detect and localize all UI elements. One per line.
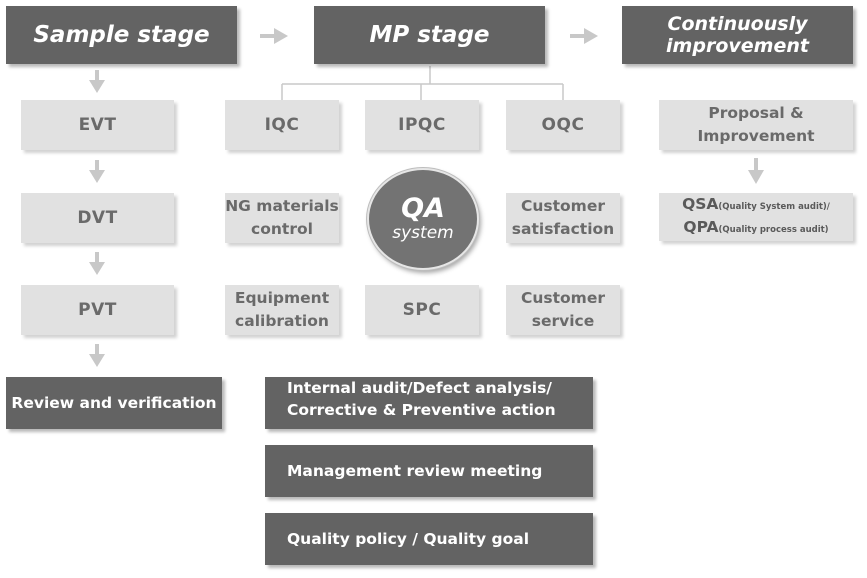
- oqc-label: OQC: [541, 115, 585, 135]
- qsa-line: QSA(Quality System audit)/: [682, 194, 830, 217]
- pvt-box: PVT: [21, 285, 174, 335]
- arrow-evt-to-dvt: [89, 160, 105, 183]
- qsa-qpa-box: QSA(Quality System audit)/ QPA(Quality p…: [659, 193, 853, 241]
- qpa-line: QPA(Quality process audit): [683, 217, 828, 240]
- customer-satisfaction-box: Customer satisfaction: [506, 193, 620, 243]
- equipment-line2: calibration: [235, 312, 329, 330]
- iqc-label: IQC: [264, 115, 300, 135]
- oqc-box: OQC: [506, 100, 620, 150]
- arrow-dvt-to-pvt: [89, 252, 105, 275]
- qa-subtitle: system: [392, 223, 454, 243]
- qsa-label: QSA: [682, 195, 719, 213]
- qpa-label: QPA: [683, 218, 719, 236]
- review-verification-box: Review and verification: [6, 377, 222, 429]
- arrow-sample-to-evt: [89, 70, 105, 93]
- header-continuous-improvement: Continuously improvement: [622, 6, 853, 64]
- spc-box: SPC: [365, 285, 479, 335]
- arrow-sample-to-mp: [260, 28, 288, 44]
- customer-satisfaction-line1: Customer: [520, 197, 605, 215]
- customer-service-line2: service: [531, 312, 595, 330]
- qa-title: QA: [401, 193, 445, 224]
- mp-tree-connector: [281, 66, 564, 100]
- quality-policy-label: Quality policy / Quality goal: [287, 530, 530, 548]
- dvt-box: DVT: [21, 193, 174, 243]
- customer-satisfaction-line2: satisfaction: [511, 220, 615, 238]
- evt-label: EVT: [78, 115, 117, 135]
- header-continuous-line1: Continuously: [667, 13, 808, 35]
- customer-service-box: Customer service: [506, 285, 620, 335]
- arrow-proposal-to-qsa: [748, 158, 764, 184]
- header-continuous-line2: improvement: [666, 35, 809, 57]
- proposal-line1: Proposal &: [708, 104, 804, 122]
- proposal-improvement-box: Proposal & Improvement: [659, 100, 853, 150]
- ng-materials-line2: control: [251, 220, 313, 238]
- ng-materials-line1: NG materials: [225, 197, 339, 215]
- ipqc-box: IPQC: [365, 100, 479, 150]
- internal-audit-line1: Internal audit/Defect analysis/: [287, 379, 552, 397]
- ipqc-label: IPQC: [398, 115, 446, 135]
- equipment-calibration-box: Equipment calibration: [225, 285, 339, 335]
- proposal-line2: Improvement: [697, 127, 815, 145]
- management-review-box: Management review meeting: [265, 445, 593, 497]
- arrow-mp-to-improvement: [570, 28, 598, 44]
- internal-audit-line2: Corrective & Preventive action: [287, 401, 556, 419]
- arrow-pvt-to-review: [89, 344, 105, 367]
- header-mp-label: MP stage: [369, 22, 490, 48]
- dvt-label: DVT: [77, 208, 118, 228]
- qpa-note: (Quality process audit): [718, 225, 829, 235]
- evt-box: EVT: [21, 100, 174, 150]
- quality-policy-box: Quality policy / Quality goal: [265, 513, 593, 565]
- internal-audit-box: Internal audit/Defect analysis/ Correcti…: [265, 377, 593, 429]
- header-mp-stage: MP stage: [314, 6, 545, 64]
- spc-label: SPC: [402, 300, 442, 320]
- equipment-line1: Equipment: [234, 289, 330, 307]
- header-sample-stage: Sample stage: [6, 6, 237, 64]
- review-verification-label: Review and verification: [11, 394, 217, 412]
- iqc-box: IQC: [225, 100, 339, 150]
- header-sample-label: Sample stage: [33, 22, 210, 48]
- qa-system-circle: QA system: [367, 168, 479, 270]
- ng-materials-box: NG materials control: [225, 193, 339, 243]
- qsa-note: (Quality System audit)/: [718, 202, 830, 212]
- management-review-label: Management review meeting: [287, 462, 543, 480]
- pvt-label: PVT: [78, 300, 117, 320]
- customer-service-line1: Customer: [520, 289, 605, 307]
